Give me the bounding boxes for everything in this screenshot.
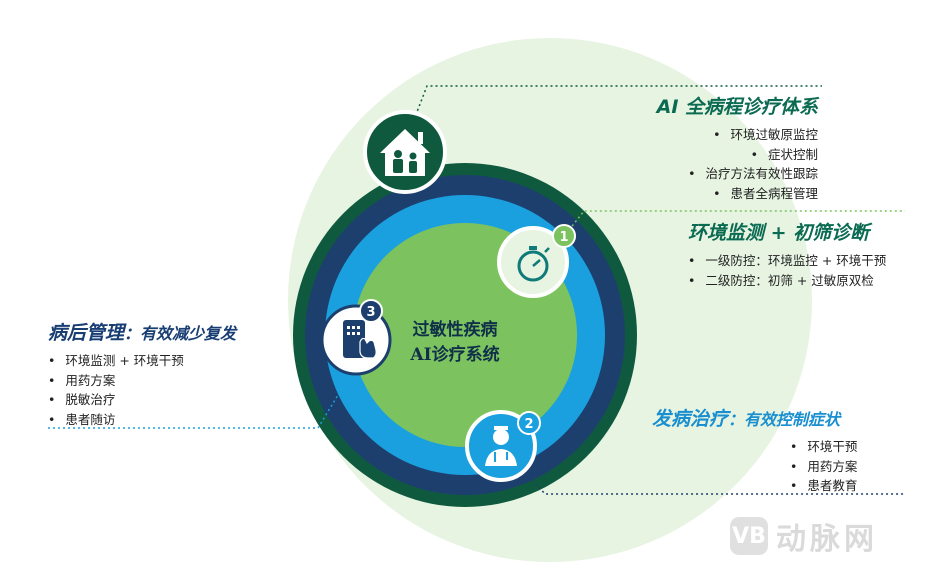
section-full-course-list: 环境过敏原监控 症状控制 治疗方法有效性跟踪 患者全病程管理 — [657, 125, 818, 203]
center-line-1: 过敏性疾病 — [412, 320, 498, 340]
list-item: 二级防控：初筛 + 过敏原双检 — [688, 271, 886, 291]
stopwatch-icon — [497, 226, 569, 298]
section-treatment-title-sub: ：有效控制症状 — [728, 410, 841, 429]
list-item: 患者随访 — [48, 410, 236, 430]
list-item: 环境过敏原监控 — [657, 125, 818, 145]
list-item: 脱敏治疗 — [48, 390, 236, 410]
doctor-icon — [465, 410, 537, 482]
section-post-title: 病后管理：有效减少复发 — [48, 318, 236, 345]
section-post: 病后管理：有效减少复发 环境监测 + 环境干预 用药方案 脱敏治疗 患者随访 — [48, 318, 236, 429]
section-treatment-title: 发病治疗：有效控制症状 — [652, 404, 857, 431]
list-item: 一级防控：环境监控 + 环境干预 — [688, 251, 886, 271]
center-line-2: AI诊疗系统 — [410, 345, 500, 365]
connector-full — [402, 85, 822, 149]
section-full-course: AI 全病程诊疗体系 环境过敏原监控 症状控制 治疗方法有效性跟踪 患者全病程管… — [657, 92, 818, 203]
watermark: VB 动脉网 — [730, 514, 878, 558]
section-post-list: 环境监测 + 环境干预 用药方案 脱敏治疗 患者随访 — [48, 351, 236, 429]
list-item: 环境干预 — [790, 437, 857, 457]
badge-3: 3 — [359, 299, 383, 323]
svg-text:2: 2 — [524, 417, 533, 432]
svg-text:3: 3 — [366, 305, 375, 320]
section-treatment-list: 环境干预 用药方案 患者教育 — [790, 437, 857, 496]
mobile-touch-icon — [320, 304, 392, 376]
section-treatment-title-main: 发病治疗 — [652, 408, 729, 430]
list-item: 环境监测 + 环境干预 — [48, 351, 236, 371]
badge-1: 1 — [552, 224, 576, 248]
home-family-icon — [363, 110, 447, 194]
list-item: 患者教育 — [790, 476, 857, 496]
section-screening-list: 一级防控：环境监控 + 环境干预 二级防控：初筛 + 过敏原双检 — [688, 251, 886, 290]
center-label: 过敏性疾病 AI诊疗系统 — [375, 318, 535, 368]
watermark-logo: VB — [730, 517, 768, 555]
list-item: 治疗方法有效性跟踪 — [657, 164, 818, 184]
list-item: 症状控制 — [657, 145, 818, 165]
section-post-title-sub: ：有效减少复发 — [124, 324, 237, 343]
list-item: 用药方案 — [48, 371, 236, 391]
svg-text:1: 1 — [559, 230, 568, 245]
list-item: 患者全病程管理 — [657, 184, 818, 204]
section-screening-title: 环境监测 + 初筛诊断 — [688, 222, 870, 244]
badge-2: 2 — [517, 411, 541, 435]
list-item: 用药方案 — [790, 457, 857, 477]
section-full-course-title: AI 全病程诊疗体系 — [656, 96, 818, 118]
watermark-text: 动脉网 — [776, 522, 878, 557]
section-post-title-main: 病后管理 — [48, 322, 125, 344]
section-screening: 环境监测 + 初筛诊断 一级防控：环境监控 + 环境干预 二级防控：初筛 + 过… — [688, 218, 886, 290]
section-treatment: 发病治疗：有效控制症状 环境干预 用药方案 患者教育 — [652, 404, 857, 496]
